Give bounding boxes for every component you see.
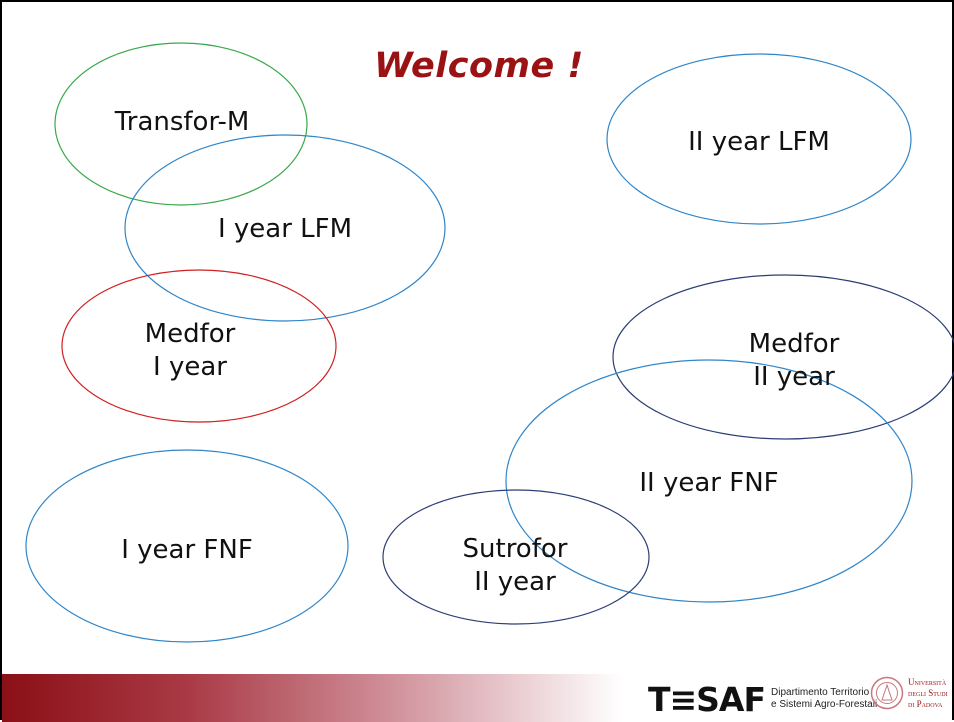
tesaf-department-name: Dipartimento Territorio e Sistemi Agro-F… (771, 687, 878, 710)
footer-gradient-bar (2, 674, 622, 722)
tesaf-logo-block: T≡SAF Dipartimento Territorio e Sistemi … (648, 679, 878, 719)
oval-ii-year-lfm (606, 53, 912, 225)
oval-medfor-i-year (61, 269, 337, 423)
oval-i-year-fnf (25, 449, 349, 643)
label-ii-year-lfm: II year LFM (688, 127, 830, 157)
oval-sutrofor-ii-year (382, 489, 650, 625)
slide-title: Welcome ! (374, 46, 584, 86)
university-logo-block: Università degli Studi di Padova (870, 676, 948, 710)
oval-i-year-lfm (124, 134, 446, 322)
label-medfor-ii-year: Medfor II year (748, 329, 840, 392)
oval-medfor-ii-year (612, 274, 954, 440)
oval-ii-year-fnf (505, 359, 913, 603)
oval-transfor-m (54, 42, 308, 206)
label-medfor-i-year: Medfor I year (144, 319, 236, 382)
university-seal-icon (870, 676, 904, 710)
tesaf-logo: T≡SAF (648, 679, 766, 719)
label-transfor-m: Transfor-M (114, 107, 250, 137)
university-name: Università degli Studi di Padova (908, 676, 948, 709)
label-sutrofor-ii-year: Sutrofor II year (462, 534, 568, 597)
label-ii-year-fnf: II year FNF (639, 468, 779, 498)
label-i-year-fnf: I year FNF (121, 535, 253, 565)
label-i-year-lfm: I year LFM (217, 214, 353, 244)
